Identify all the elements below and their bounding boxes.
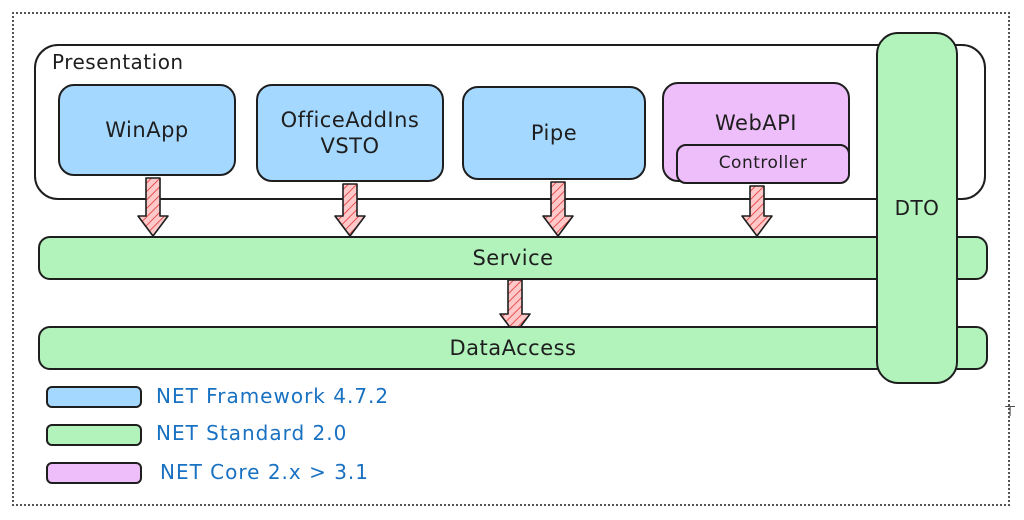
legend-swatch-framework — [46, 386, 142, 408]
legend-label-standard: NET Standard 2.0 — [156, 421, 348, 445]
arrow-winapp-to-service — [136, 176, 170, 238]
dataaccess-label: DataAccess — [449, 335, 577, 360]
service-layer: Service — [38, 236, 988, 280]
pipe-label: Pipe — [530, 120, 578, 145]
arrow-pipe-to-service — [541, 180, 575, 238]
dto-label: DTO — [894, 195, 940, 220]
text-cursor-icon: ⊤ — [1004, 404, 1017, 420]
dataaccess-layer: DataAccess — [38, 326, 988, 370]
officeaddins-label: OfficeAddIns — [280, 107, 420, 132]
winapp-box: WinApp — [58, 84, 236, 176]
presentation-label: Presentation — [52, 50, 184, 74]
arrow-webapi-to-service — [740, 184, 774, 238]
controller-label: Controller — [718, 153, 808, 174]
vsto-label: VSTO — [320, 134, 380, 158]
legend-label-framework: NET Framework 4.7.2 — [156, 384, 390, 408]
dto-layer: DTO — [876, 32, 958, 384]
arrow-office-to-service — [333, 182, 367, 238]
pipe-box: Pipe — [462, 86, 646, 180]
controller-box: Controller — [676, 144, 850, 184]
webapi-label: WebAPI — [714, 111, 797, 135]
legend-swatch-standard — [46, 424, 142, 446]
officeaddins-box: OfficeAddIns VSTO — [256, 84, 444, 182]
winapp-label: WinApp — [105, 117, 189, 142]
service-label: Service — [472, 245, 554, 270]
legend-label-core: NET Core 2.x > 3.1 — [160, 460, 370, 484]
arrow-service-to-dataaccess — [498, 278, 532, 336]
legend-swatch-core — [46, 462, 142, 484]
outer-dotted-frame — [12, 12, 1010, 506]
